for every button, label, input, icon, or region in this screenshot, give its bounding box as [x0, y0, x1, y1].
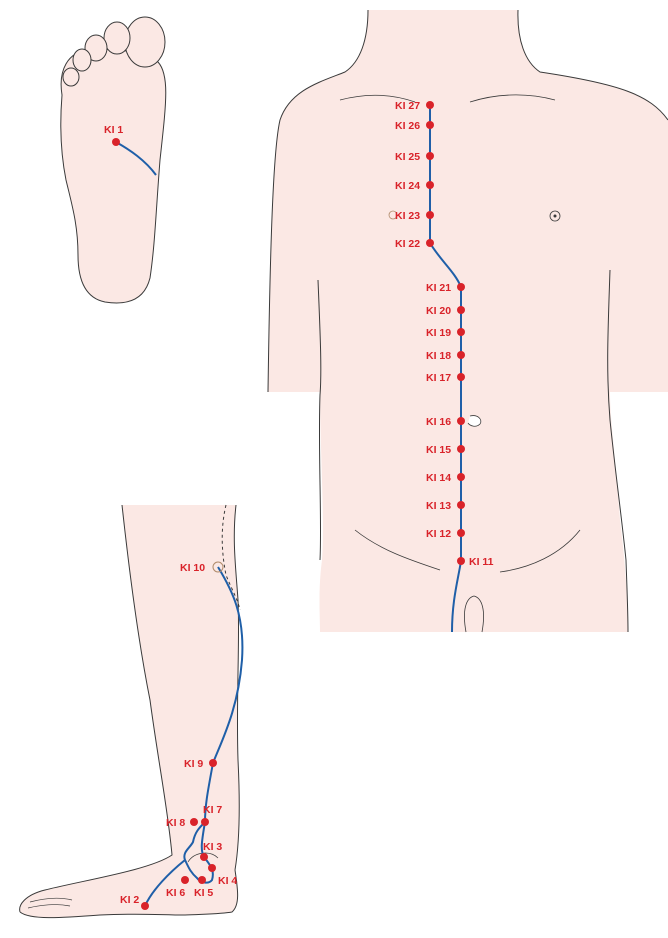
label-ki3: KI 3: [203, 841, 222, 853]
right-nipple-center: [554, 215, 557, 218]
label-ki19: KI 19: [426, 327, 451, 339]
label-ki4: KI 4: [218, 875, 237, 887]
point-ki20: [457, 306, 465, 314]
navel: [468, 416, 481, 427]
label-ki20: KI 20: [426, 305, 451, 317]
point-ki22: [426, 239, 434, 247]
point-ki19: [457, 328, 465, 336]
label-ki7: KI 7: [203, 804, 222, 816]
foot-sole-view: [61, 17, 166, 303]
label-ki12: KI 12: [426, 528, 451, 540]
label-ki17: KI 17: [426, 372, 451, 384]
toe-5: [63, 68, 79, 86]
point-ki4: [208, 864, 216, 872]
toe-2: [104, 22, 130, 54]
label-ki2: KI 2: [120, 894, 139, 906]
label-ki15: KI 15: [426, 444, 451, 456]
point-ki6: [181, 876, 189, 884]
point-ki8: [190, 818, 198, 826]
point-ki3: [200, 853, 208, 861]
point-ki21: [457, 283, 465, 291]
point-ki7: [201, 818, 209, 826]
label-ki5: KI 5: [194, 887, 213, 899]
point-ki13: [457, 501, 465, 509]
point-ki27: [426, 101, 434, 109]
label-ki1: KI 1: [104, 124, 123, 136]
label-ki27: KI 27: [395, 100, 420, 112]
point-ki11: [457, 557, 465, 565]
label-ki25: KI 25: [395, 151, 420, 163]
toe-4: [73, 49, 91, 71]
point-ki24: [426, 181, 434, 189]
point-ki2: [141, 902, 149, 910]
label-ki14: KI 14: [426, 472, 451, 484]
point-ki25: [426, 152, 434, 160]
label-ki18: KI 18: [426, 350, 451, 362]
label-ki21: KI 21: [426, 282, 451, 294]
genital-outline: [464, 596, 483, 632]
torso-front-view: [268, 10, 668, 632]
label-ki26: KI 26: [395, 120, 420, 132]
label-ki8: KI 8: [166, 817, 185, 829]
big-toe: [125, 17, 165, 67]
point-ki16: [457, 417, 465, 425]
point-ki26: [426, 121, 434, 129]
sole-outline: [61, 49, 166, 303]
point-ki1: [112, 138, 120, 146]
label-ki24: KI 24: [395, 180, 420, 192]
label-ki23: KI 23: [395, 210, 420, 222]
label-ki10: KI 10: [180, 562, 205, 574]
label-ki6: KI 6: [166, 887, 185, 899]
label-ki9: KI 9: [184, 758, 203, 770]
point-ki9: [209, 759, 217, 767]
point-ki23: [426, 211, 434, 219]
label-ki22: KI 22: [395, 238, 420, 250]
point-ki17: [457, 373, 465, 381]
label-ki16: KI 16: [426, 416, 451, 428]
label-ki13: KI 13: [426, 500, 451, 512]
point-ki15: [457, 445, 465, 453]
point-ki14: [457, 473, 465, 481]
point-ki5: [198, 876, 206, 884]
label-ki11: KI 11: [469, 556, 494, 568]
point-ki18: [457, 351, 465, 359]
point-ki12: [457, 529, 465, 537]
